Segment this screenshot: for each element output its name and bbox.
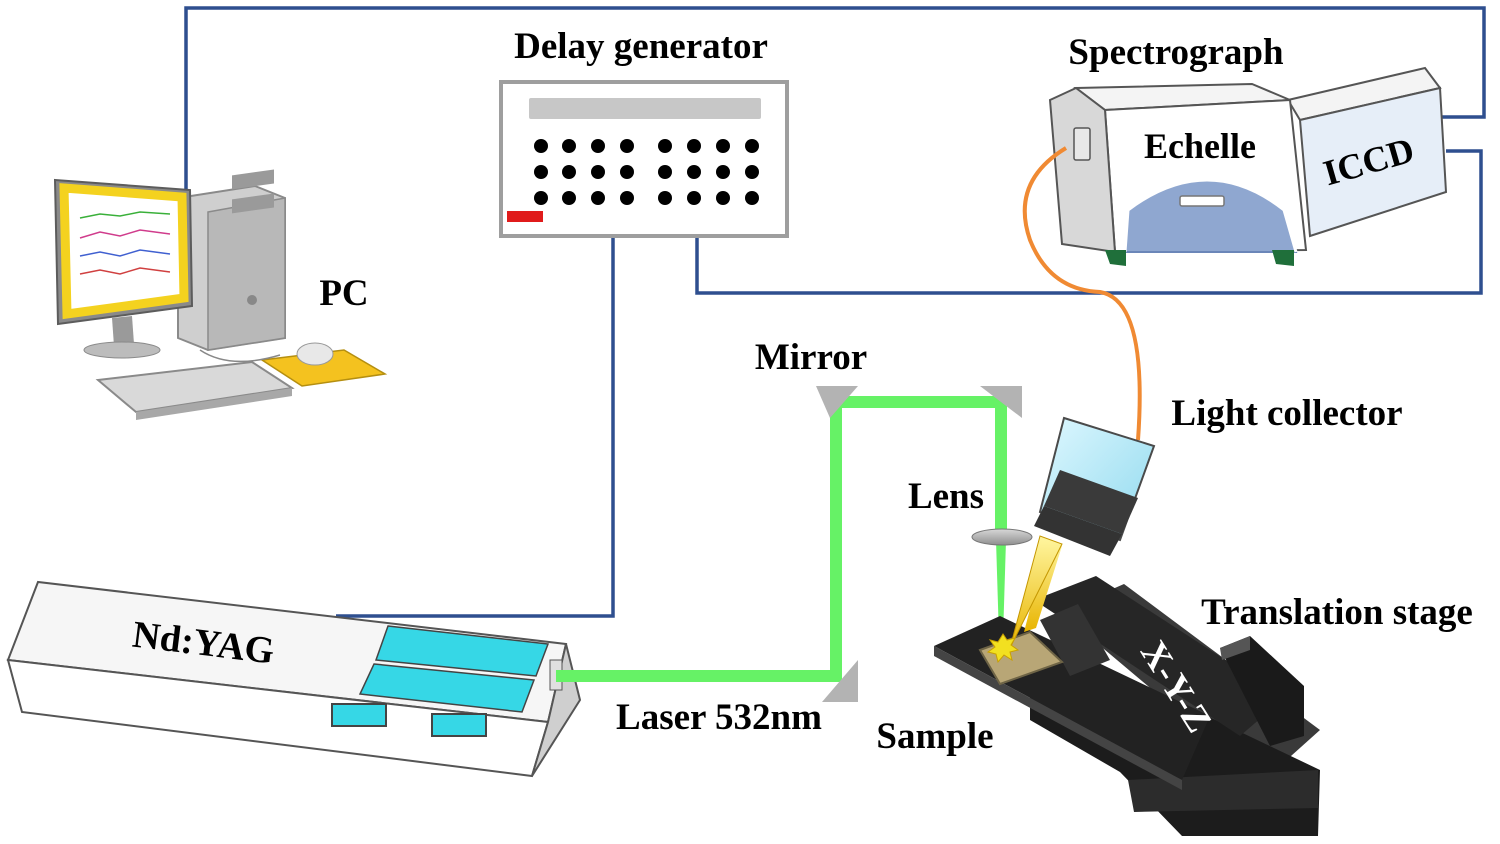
label-light-collector: Light collector xyxy=(1171,393,1402,434)
mirror-bottom-icon xyxy=(822,660,858,702)
label-pc: PC xyxy=(319,273,368,314)
cable-pc-to-iccd xyxy=(184,6,1486,190)
mirror-right-icon xyxy=(980,386,1022,418)
mirror-left-icon xyxy=(816,386,858,418)
iccd-camera xyxy=(1286,66,1448,238)
laser-side-window-2 xyxy=(431,713,487,737)
cable-delay-to-laser xyxy=(336,228,615,618)
laser-side-window-1 xyxy=(331,703,387,727)
focusing-lens-icon xyxy=(971,528,1033,546)
monitor-screen xyxy=(59,183,189,320)
spectrograph xyxy=(1048,66,1448,266)
laser-beam xyxy=(556,396,1007,682)
label-lens: Lens xyxy=(908,476,984,517)
pc-computer xyxy=(53,169,388,420)
delay-generator xyxy=(499,80,789,238)
label-echelle: Echelle xyxy=(1144,126,1256,166)
collection-cone xyxy=(1009,535,1063,649)
label-translation-stage: Translation stage xyxy=(1201,592,1473,633)
laser-top-panel-2 xyxy=(358,663,536,713)
light-collector xyxy=(1009,416,1156,649)
delay-generator-knobs xyxy=(534,139,759,205)
echelle-body xyxy=(1048,82,1308,266)
label-laser-532nm: Laser 532nm xyxy=(616,697,822,738)
optical-fiber xyxy=(1022,146,1142,441)
delay-generator-led xyxy=(507,211,543,222)
signal-cables xyxy=(184,6,1486,618)
label-spectrograph: Spectrograph xyxy=(1068,32,1284,73)
label-delay-generator: Delay generator xyxy=(514,26,768,67)
label-sample: Sample xyxy=(876,716,993,757)
label-mirror: Mirror xyxy=(755,337,867,378)
cable-delay-to-iccd xyxy=(695,149,1483,295)
nd-yag-laser xyxy=(6,580,582,778)
plasma-spark-icon xyxy=(986,633,1020,664)
laser-top-panel-1 xyxy=(374,625,550,677)
